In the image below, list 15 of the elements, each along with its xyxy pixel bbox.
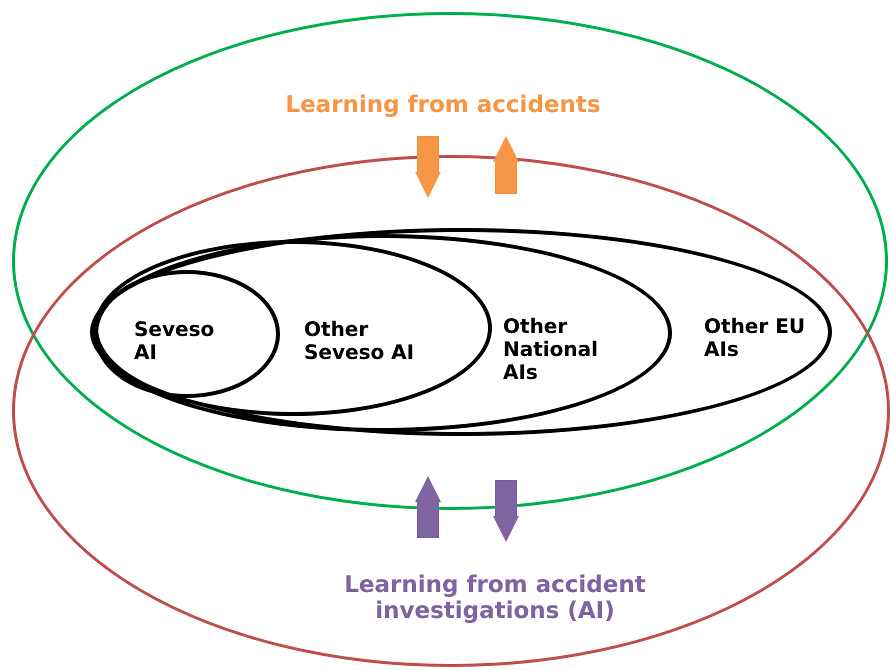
outer-ellipse (12, 155, 890, 667)
outer-ellipse (12, 12, 888, 510)
block-arrow (493, 136, 519, 194)
set-label: Learning from accidents (284, 92, 602, 118)
block-arrow (415, 476, 441, 538)
block-arrow (415, 136, 441, 198)
set-label: Learning from accident investigations (AI) (343, 572, 647, 625)
set-label: Other National AIs (503, 315, 599, 384)
set-label: Seveso AI (134, 318, 214, 364)
set-label: Other Seveso AI (304, 318, 416, 364)
set-ellipse (92, 234, 672, 432)
block-arrow (493, 480, 519, 542)
set-ellipse (90, 228, 832, 436)
set-ellipse (94, 240, 492, 416)
set-label: Other EU AIs (704, 315, 806, 361)
